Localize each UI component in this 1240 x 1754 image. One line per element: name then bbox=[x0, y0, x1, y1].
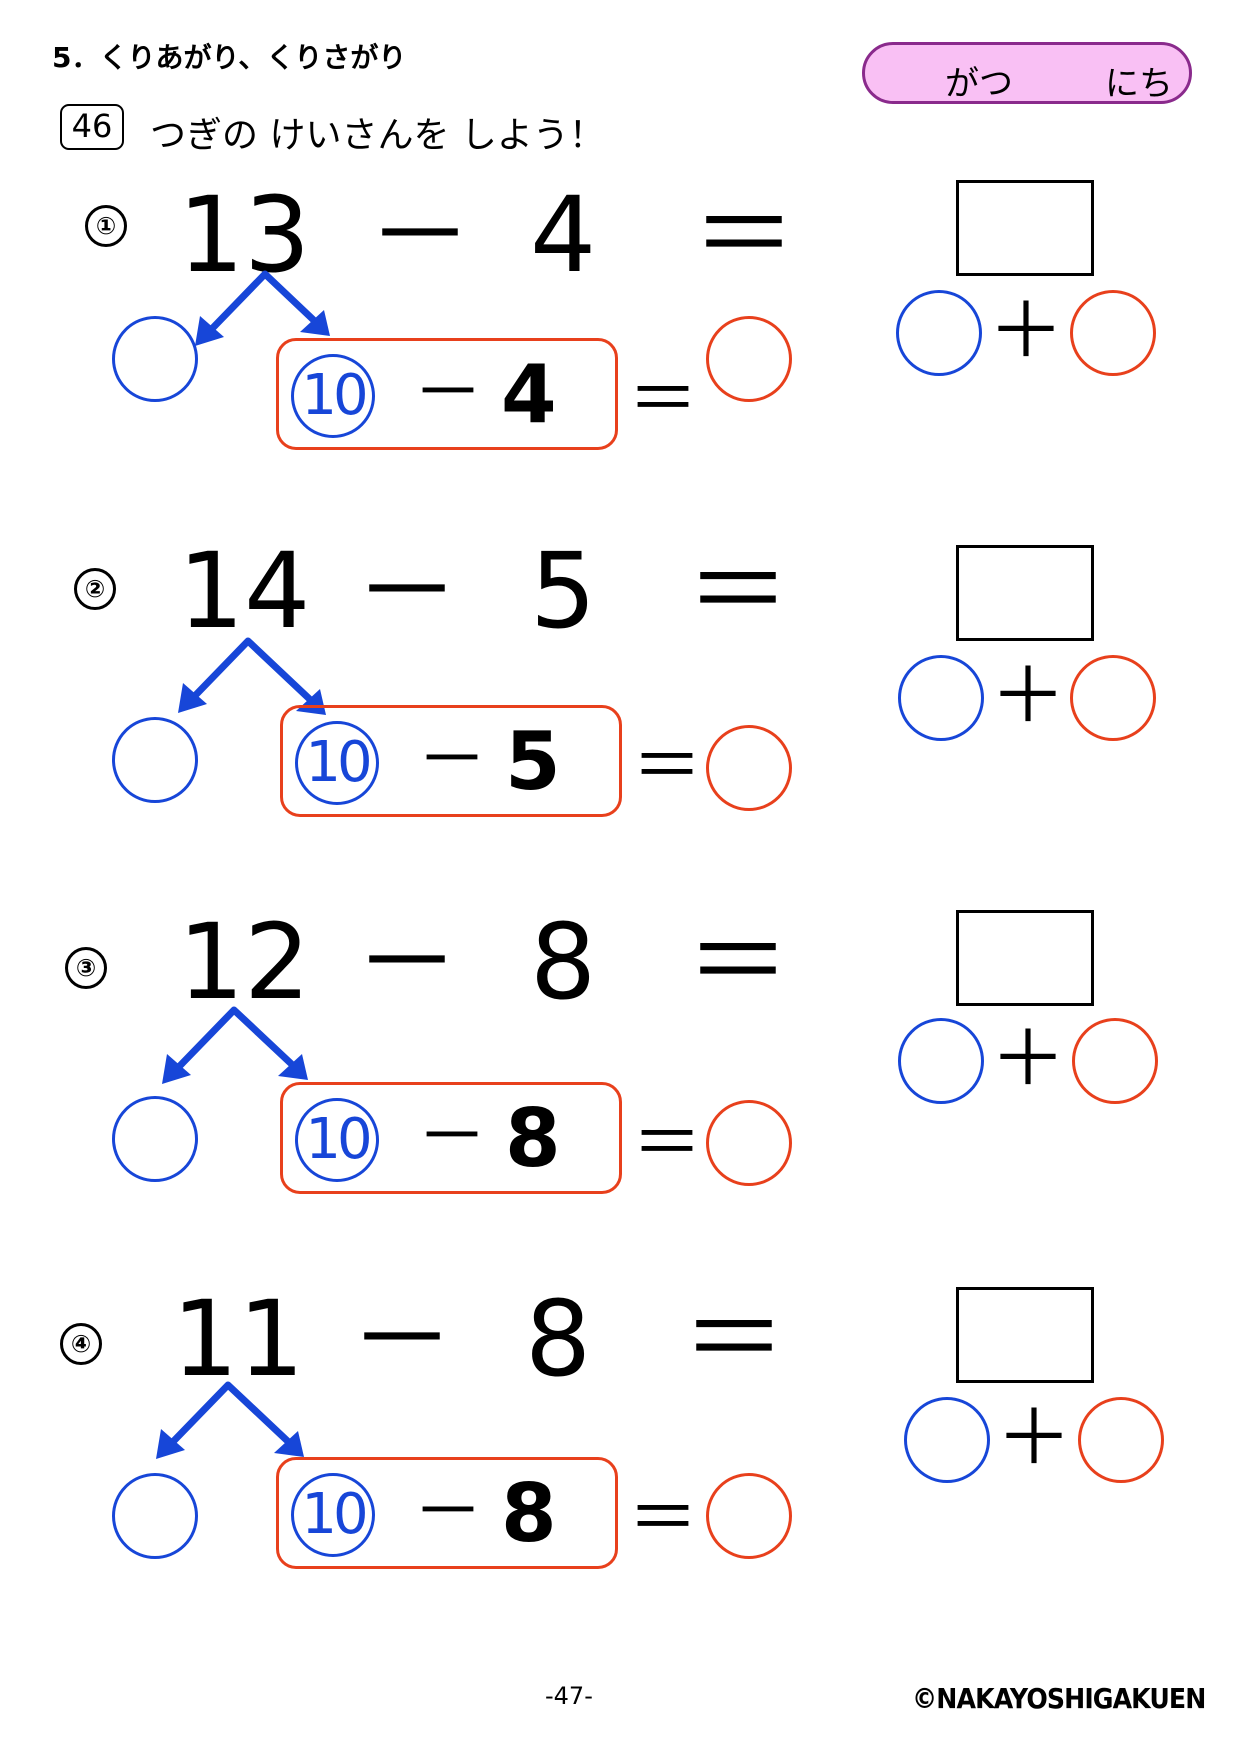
answer-circle-blue[interactable] bbox=[112, 316, 198, 402]
split-arrow-icon bbox=[156, 1381, 304, 1459]
equals-sign: ＝ bbox=[686, 530, 791, 652]
equals-sign: ＝ bbox=[692, 174, 797, 296]
subtrahend: 8 bbox=[530, 901, 597, 1023]
date-field[interactable]: がつ にち bbox=[862, 42, 1192, 104]
copyright-text: ©NAKAYOSHIGAKUEN bbox=[912, 1682, 1206, 1715]
problem-number-badge: 46 bbox=[60, 104, 124, 150]
minuend: 11 bbox=[172, 1278, 305, 1400]
equals-sign: ＝ bbox=[686, 901, 791, 1023]
box-minus-sign: － bbox=[417, 718, 487, 800]
minuend: 13 bbox=[178, 174, 311, 296]
box-equals-sign: ＝ bbox=[632, 725, 702, 807]
decompose-circle-blue[interactable] bbox=[896, 290, 982, 376]
split-arrow-icon bbox=[162, 1006, 308, 1084]
page-number: -47- bbox=[545, 1682, 593, 1710]
box-minus-sign: － bbox=[417, 1095, 487, 1177]
decompose-circle-blue[interactable] bbox=[898, 1018, 984, 1104]
decompose-circle-red[interactable] bbox=[1072, 1018, 1158, 1104]
answer-box[interactable] bbox=[956, 545, 1094, 641]
problem-2: ② 14 － 5 ＝ 10 － 5 ＝ ＋ bbox=[0, 539, 1240, 905]
decompose-circle-blue[interactable] bbox=[898, 655, 984, 741]
plus-sign: ＋ bbox=[990, 651, 1066, 740]
subtrahend: 5 bbox=[530, 530, 597, 652]
split-arrow-icon bbox=[178, 637, 326, 715]
split-arrow-icon bbox=[195, 270, 330, 346]
chapter-title: 5．くりあがり、くりさがり bbox=[52, 41, 407, 74]
ten-circle: 10 bbox=[291, 1473, 375, 1557]
minus-sign: － bbox=[355, 530, 460, 652]
problem-label: ③ bbox=[65, 947, 107, 989]
box-equals-sign: ＝ bbox=[628, 358, 698, 440]
box-subtrahend: 8 bbox=[505, 1092, 561, 1185]
subtrahend: 4 bbox=[530, 174, 597, 296]
date-month-label: がつ bbox=[945, 64, 1013, 104]
answer-circle-red[interactable] bbox=[706, 1473, 792, 1559]
minuend: 14 bbox=[178, 530, 311, 652]
minus-sign: － bbox=[355, 901, 460, 1023]
box-subtrahend: 8 bbox=[501, 1467, 557, 1560]
answer-circle-blue[interactable] bbox=[112, 717, 198, 803]
answer-circle-blue[interactable] bbox=[112, 1473, 198, 1559]
box-subtrahend: 5 bbox=[505, 715, 561, 808]
answer-box[interactable] bbox=[956, 180, 1094, 276]
problem-4: ④ 11 － 8 ＝ 10 － 8 ＝ ＋ bbox=[0, 1287, 1240, 1647]
answer-circle-blue[interactable] bbox=[112, 1096, 198, 1182]
box-equals-sign: ＝ bbox=[632, 1102, 702, 1184]
answer-circle-red[interactable] bbox=[706, 316, 792, 402]
answer-circle-red[interactable] bbox=[706, 1100, 792, 1186]
plus-sign: ＋ bbox=[988, 286, 1064, 375]
minus-sign: － bbox=[368, 174, 473, 296]
problem-label: ④ bbox=[60, 1323, 102, 1365]
ten-circle: 10 bbox=[295, 1098, 379, 1182]
box-minus-sign: － bbox=[413, 1470, 483, 1552]
answer-box[interactable] bbox=[956, 910, 1094, 1006]
decompose-circle-red[interactable] bbox=[1070, 290, 1156, 376]
problem-label: ① bbox=[85, 205, 127, 247]
minuend: 12 bbox=[178, 901, 311, 1023]
ten-circle: 10 bbox=[291, 354, 375, 438]
problem-3: ③ 12 － 8 ＝ 10 － 8 ＝ ＋ bbox=[0, 910, 1240, 1270]
plus-sign: ＋ bbox=[996, 1393, 1072, 1482]
box-subtrahend: 4 bbox=[501, 348, 557, 441]
ten-box: 10 － 8 bbox=[280, 1082, 622, 1194]
problem-1: ① 13 － 4 ＝ 10 － 4 ＝ ＋ bbox=[0, 180, 1240, 540]
equals-sign: ＝ bbox=[682, 1278, 787, 1400]
ten-circle: 10 bbox=[295, 721, 379, 805]
ten-box: 10 － 5 bbox=[280, 705, 622, 817]
problem-label: ② bbox=[74, 568, 116, 610]
date-day-label: にち bbox=[1105, 64, 1173, 104]
instruction-text: つぎの けいさんを しよう！ bbox=[150, 115, 605, 156]
minus-sign: － bbox=[350, 1278, 455, 1400]
ten-box: 10 － 8 bbox=[276, 1457, 618, 1569]
decompose-circle-red[interactable] bbox=[1078, 1397, 1164, 1483]
box-equals-sign: ＝ bbox=[628, 1477, 698, 1559]
answer-circle-red[interactable] bbox=[706, 725, 792, 811]
box-minus-sign: － bbox=[413, 351, 483, 433]
subtrahend: 8 bbox=[525, 1278, 592, 1400]
decompose-circle-blue[interactable] bbox=[904, 1397, 990, 1483]
answer-box[interactable] bbox=[956, 1287, 1094, 1383]
ten-box: 10 － 4 bbox=[276, 338, 618, 450]
plus-sign: ＋ bbox=[990, 1014, 1066, 1103]
decompose-circle-red[interactable] bbox=[1070, 655, 1156, 741]
